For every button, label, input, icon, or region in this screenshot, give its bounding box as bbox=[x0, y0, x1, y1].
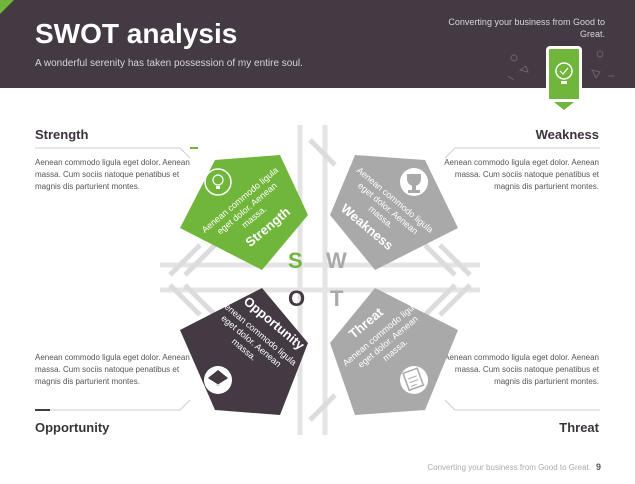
letter-t: T bbox=[330, 286, 344, 311]
letter-s: S bbox=[288, 248, 303, 273]
lightbulb-icon bbox=[212, 174, 224, 189]
threat-text: Aenean commodo ligula eget dolor. Aenean… bbox=[444, 353, 599, 386]
threat-shape: Threat Aenean commodo ligula eget dolor.… bbox=[330, 288, 458, 415]
document-icon bbox=[402, 367, 425, 392]
weakness-title: Weakness bbox=[535, 127, 599, 142]
envelope-icon bbox=[208, 370, 228, 386]
letter-w: W bbox=[326, 248, 347, 273]
weakness-shape: Aenean commodo ligula eget dolor. Aenean… bbox=[330, 155, 458, 270]
strength-text: Aenean commodo ligula eget dolor. Aenean… bbox=[35, 158, 190, 191]
trophy-icon bbox=[407, 174, 421, 193]
strength-shape: Aenean commodo ligula eget dolor. Aenean… bbox=[180, 155, 308, 270]
strength-title: Strength bbox=[35, 127, 89, 142]
page-subtitle: A wonderful serenity has taken possessio… bbox=[35, 58, 303, 69]
header-tagline: Converting your business from Good to Gr… bbox=[448, 17, 605, 39]
phone-graphic bbox=[536, 46, 592, 110]
phone-screen bbox=[546, 46, 582, 102]
swot-diagram-background bbox=[160, 125, 480, 435]
lightbulb-icon bbox=[555, 62, 573, 84]
opportunity-text: Aenean commodo ligula eget dolor. Aenean… bbox=[35, 353, 190, 386]
doodle-icons bbox=[507, 50, 614, 81]
opportunity-title: Opportunity bbox=[35, 420, 110, 435]
header-accent-corner bbox=[0, 0, 14, 14]
weakness-text: Aenean commodo ligula eget dolor. Aenean… bbox=[444, 158, 599, 191]
header-bar: SWOT analysis A wonderful serenity has t… bbox=[0, 0, 635, 88]
letter-o: O bbox=[288, 286, 306, 311]
phone-pointer bbox=[554, 102, 574, 110]
footer-text: Converting your business from Good to Gr… bbox=[427, 463, 591, 472]
threat-title: Threat bbox=[559, 420, 599, 435]
page-number: 9 bbox=[595, 462, 601, 472]
page-title: SWOT analysis bbox=[35, 18, 238, 49]
